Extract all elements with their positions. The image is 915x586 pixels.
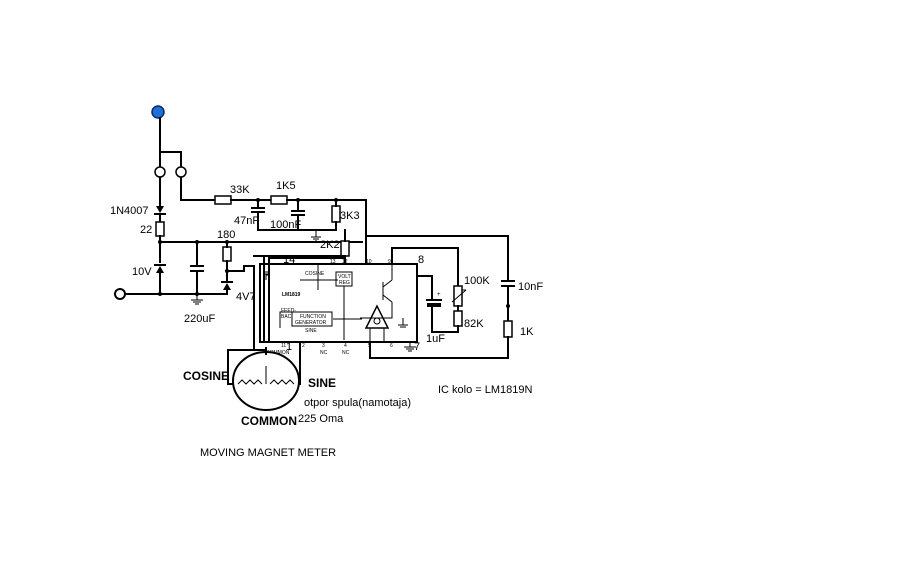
ic-pin-10: 10 [366, 259, 372, 265]
ic-pin1-label: 1 [286, 341, 292, 353]
ic-funcgen-label-2: GENERATOR [295, 320, 327, 326]
label-22: 22 [140, 224, 152, 236]
ic-pin-4: 4 [344, 343, 347, 349]
meter-sine-label: SINE [308, 376, 336, 390]
coil-resistance-note-1: otpor spula(namotaja) [304, 397, 411, 409]
ic-vreg-label-1: VOLT [338, 274, 351, 280]
label-180: 180 [217, 229, 235, 241]
ic-internal-ground [398, 318, 408, 328]
switch-contact-right [175, 166, 187, 178]
resistor-180 [222, 246, 232, 262]
label-2k2: 2K2 [320, 239, 340, 251]
resistor-2k2 [340, 240, 350, 257]
ic-pin-2: 2 [302, 343, 305, 349]
ic-sine-label: SINE [305, 328, 317, 334]
ic-note: IC kolo = LM1819N [438, 384, 533, 396]
label-100k: 100K [464, 275, 490, 287]
resistor-1k [503, 320, 513, 338]
meter-title: MOVING MAGNET METER [200, 447, 336, 459]
potentiometer-100k [453, 285, 463, 307]
ic-function-generator-block [291, 311, 333, 327]
meter-cosine-label: COSINE [183, 369, 229, 383]
capacitor-100nf [291, 199, 305, 231]
zener-4v7 [221, 281, 233, 290]
ic-pin7-label: 7 [414, 341, 420, 353]
label-1n4007: 1N4007 [110, 205, 149, 217]
zener-10v [154, 264, 166, 273]
ground-symbol-bottom [404, 342, 416, 352]
label-4v7: 4V7 [236, 291, 256, 303]
input-terminal-top [151, 105, 165, 119]
label-100nf: 100nF [270, 219, 301, 231]
ic-feedback-label-1: FEED- [281, 308, 296, 314]
ic-opamp [364, 304, 390, 342]
diode-1n4007 [154, 206, 166, 215]
ic-nc-label-2: NC [342, 350, 350, 356]
resistor-3k3 [331, 205, 341, 223]
ic-funcgen-label-1: FUNCTION [300, 314, 326, 320]
ic-pin-9: 9 [388, 259, 391, 265]
label-1k: 1K [520, 326, 534, 338]
resistor-22 [155, 221, 165, 237]
ic-cosine-label: COSINE [305, 271, 325, 277]
label-10nf: 10nF [518, 281, 543, 293]
ic-part-number: LM1819 [282, 292, 301, 298]
svg-text:+: + [437, 292, 441, 298]
coil-resistance-note-2: 225 Oma [298, 413, 344, 425]
ground-symbol-top [311, 230, 321, 242]
resistor-1k5 [270, 195, 288, 205]
ic-pin-3: 3 [322, 343, 325, 349]
ic-feedback-label-2: BACK [281, 314, 295, 320]
capacitor-47nf [251, 199, 265, 231]
ic-nc-label-1: NC [320, 350, 328, 356]
meter-common-label: COMMON [241, 414, 297, 428]
ic-pin-11: 11 [281, 343, 286, 349]
label-82k: 82K [464, 318, 484, 330]
label-1uf: 1uF [426, 333, 445, 345]
input-terminal-ground [114, 288, 126, 300]
label-10v: 10V [132, 266, 152, 278]
label-3k3: 3K3 [340, 210, 360, 222]
label-47nf: 47nF [234, 215, 259, 227]
switch-contact-left [154, 166, 166, 178]
label-33k: 33K [230, 184, 250, 196]
ic-pin-13: 13 [330, 259, 336, 265]
ic-vreg-label-2: REG [339, 280, 350, 286]
label-220uf: 220uF [184, 313, 215, 325]
ic-pin8-label: 8 [418, 254, 424, 266]
capacitor-1uf: + [426, 292, 442, 333]
label-1k5: 1K5 [276, 180, 296, 192]
ic-pin-6: 6 [390, 343, 393, 349]
ic-transistor [382, 264, 393, 310]
resistor-82k [453, 310, 463, 327]
capacitor-220uf [190, 241, 204, 305]
resistor-33k [214, 195, 232, 205]
